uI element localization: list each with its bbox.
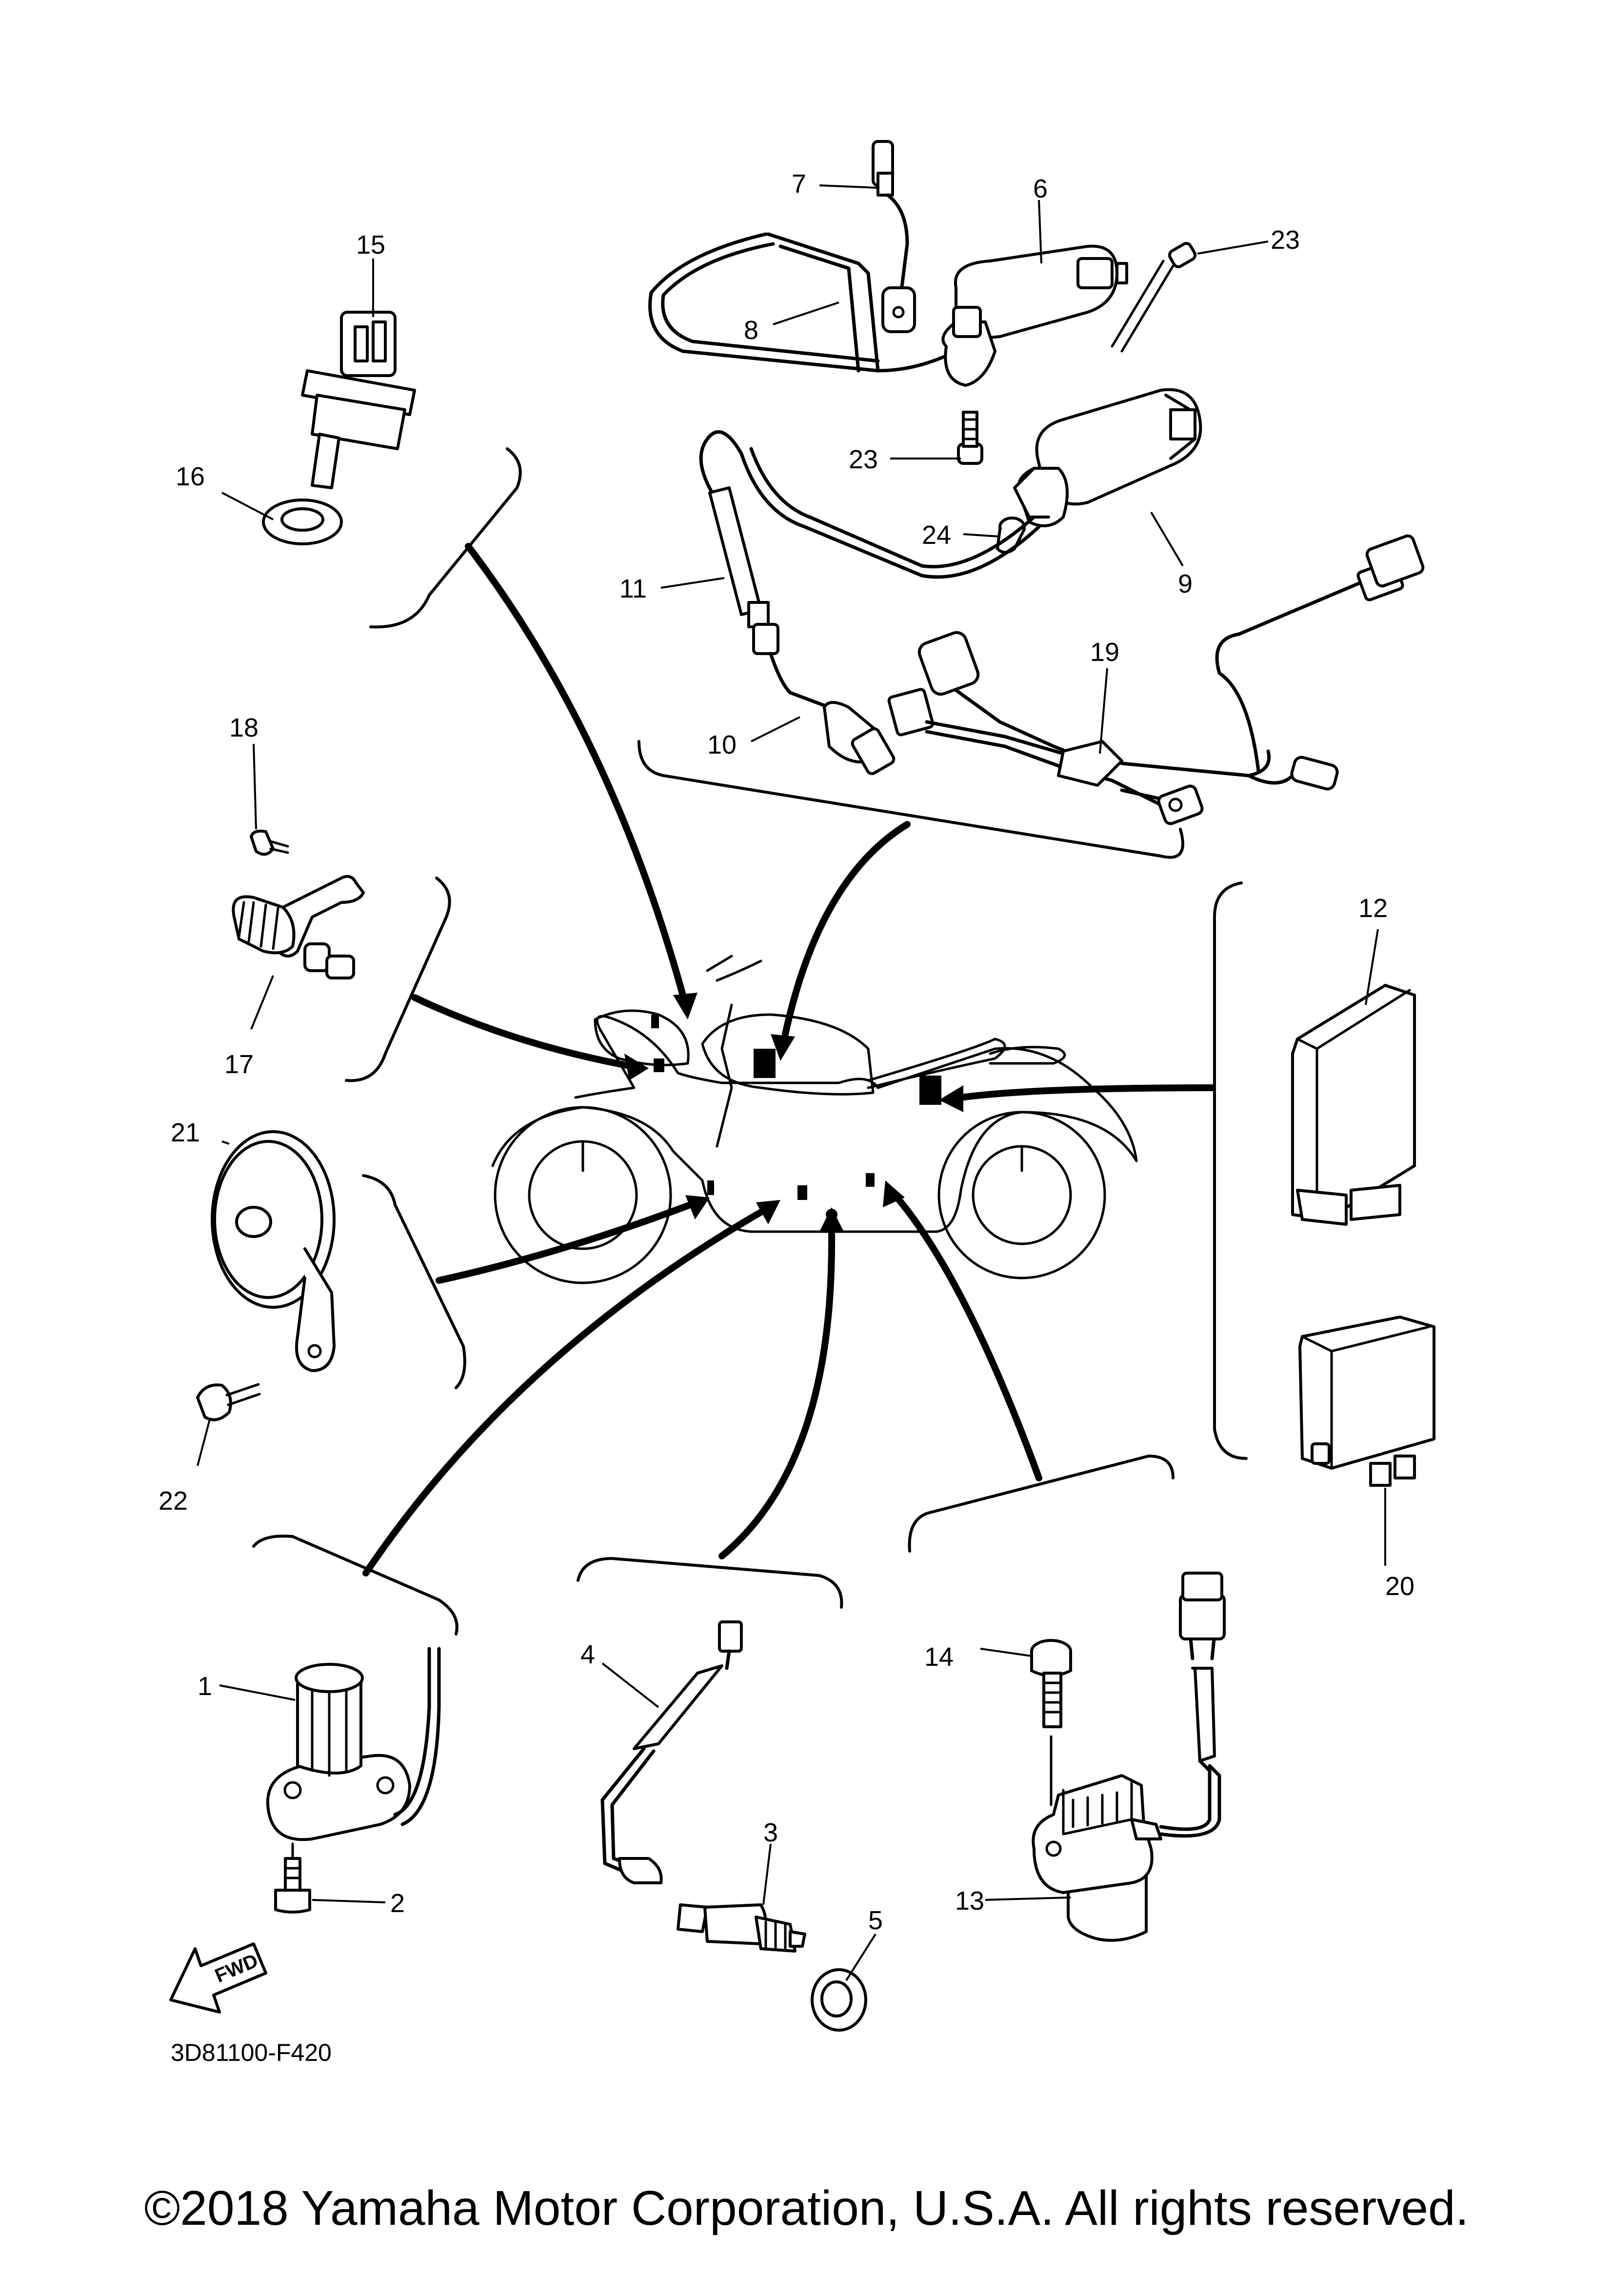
- part-15-temperature-sensor: [301, 311, 416, 489]
- callout-23a: 23: [1271, 225, 1300, 255]
- callout-16: 16: [176, 462, 205, 491]
- callout-13: 13: [955, 1886, 984, 1916]
- callout-5: 5: [868, 1906, 883, 1935]
- callout-12: 12: [1358, 894, 1388, 923]
- part-13-speed-sensor: [1032, 1572, 1226, 1942]
- callout-lines: [197, 184, 1386, 1981]
- callout-11: 11: [619, 574, 647, 603]
- part-3-oxygen-sensor: [677, 1903, 806, 1953]
- part-11-plug-lead: [699, 430, 1041, 655]
- callout-6: 6: [1033, 174, 1048, 203]
- part-10-plug-cap: [769, 652, 896, 775]
- part-5-gasket: [811, 1968, 867, 2032]
- callout-numbers: 7 6 8 23 23 24 9 11 10 19 12 15 16 18 17…: [159, 169, 1414, 1935]
- part-12-ecu: [1291, 984, 1416, 1226]
- callout-10: 10: [707, 730, 737, 759]
- part-16-gasket: [262, 499, 343, 545]
- callout-24: 24: [922, 520, 951, 550]
- part-21-horn: [211, 1130, 336, 1372]
- forward-arrow-icon: FWD: [169, 1942, 267, 2014]
- part-1-crank-sensor: [266, 1647, 441, 1841]
- callout-21: 21: [171, 1118, 200, 1147]
- part-23-bolt-b: [957, 411, 983, 465]
- part-22-bolt: [196, 1383, 261, 1421]
- part-7-plug-cap: [872, 140, 894, 197]
- part-19-sub-wire-harness: [887, 534, 1425, 825]
- callout-1: 1: [198, 1672, 212, 1701]
- motorcycle-outline: [491, 955, 1138, 1284]
- part-4-sensor-lead: [600, 1620, 743, 1884]
- part-17-throttle-position-sensor: [232, 875, 365, 979]
- part-8-plug-lead: [648, 193, 958, 373]
- copyright-notice: ©2018 Yamaha Motor Corporation, U.S.A. A…: [144, 2181, 1469, 2236]
- callout-20: 20: [1385, 1572, 1414, 1601]
- callout-8: 8: [744, 316, 758, 345]
- part-23-bolt-a: [1111, 242, 1197, 353]
- callout-3: 3: [763, 1818, 778, 1847]
- callout-22: 22: [159, 1486, 188, 1516]
- leader-lines: [362, 543, 1215, 1577]
- part-9-ignition-coil: [1013, 388, 1202, 527]
- diagram-code: 3D81100-F420: [171, 2039, 332, 2066]
- callout-18: 18: [229, 713, 259, 742]
- callout-9: 9: [1178, 569, 1193, 599]
- callout-14: 14: [924, 1642, 954, 1672]
- callout-23b: 23: [849, 445, 878, 474]
- part-2-bolt: [274, 1842, 311, 1914]
- callout-4: 4: [580, 1640, 595, 1669]
- part-18-screw: [250, 829, 289, 856]
- callout-17: 17: [224, 1050, 254, 1079]
- part-6-ignition-coil: [941, 244, 1128, 387]
- part-14-bolt: [1030, 1639, 1072, 1806]
- callout-2: 2: [390, 1889, 405, 1918]
- callout-19: 19: [1090, 638, 1119, 667]
- part-20-relay: [1298, 1316, 1435, 1487]
- callout-15: 15: [356, 230, 385, 260]
- callout-7: 7: [792, 169, 806, 199]
